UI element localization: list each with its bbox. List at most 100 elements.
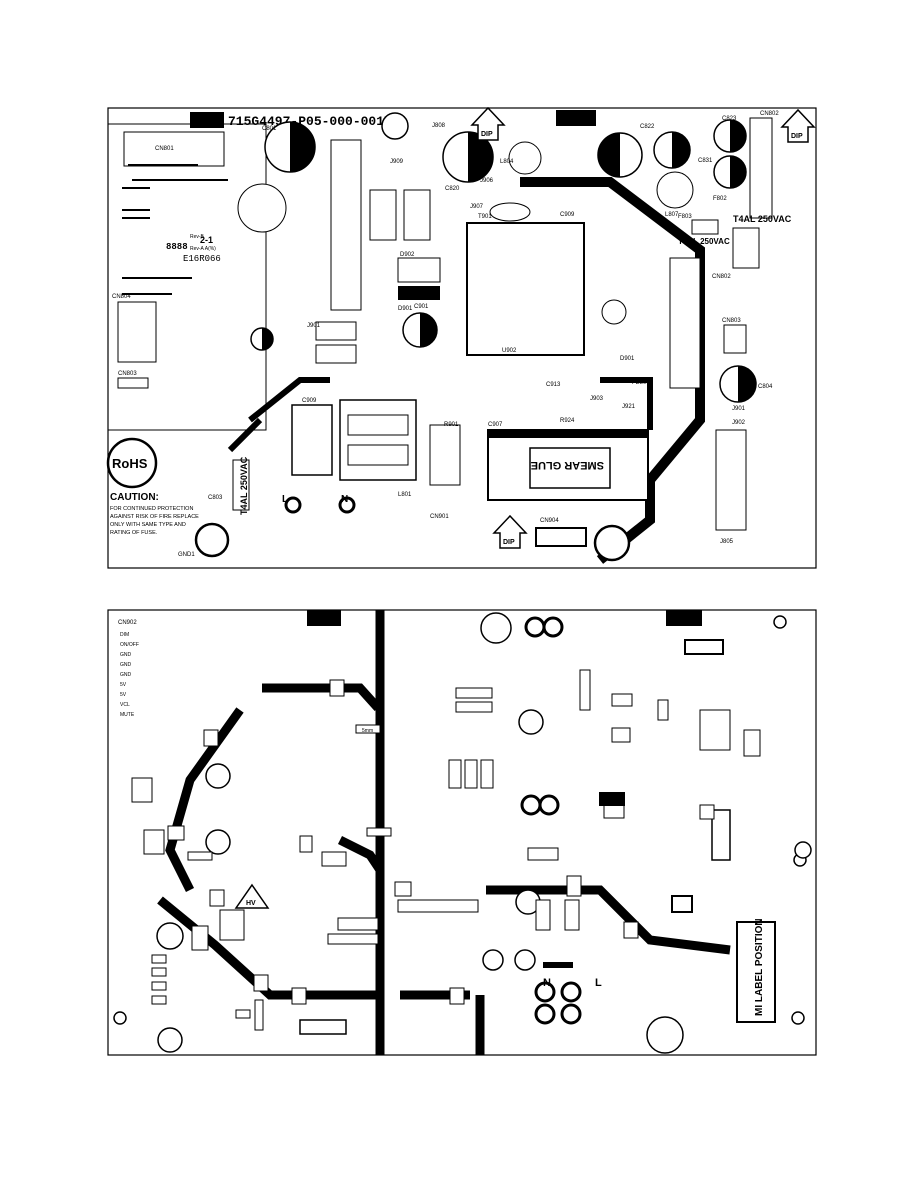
svg-text:C822: C822 (640, 124, 655, 130)
capacitor-c804-small (250, 327, 274, 351)
caution-line-1: FOR CONTINUED PROTECTION (110, 506, 193, 512)
ref-l804: L804 (500, 159, 514, 165)
board-number: 715G4497-P05-000-001M (228, 114, 392, 129)
resistor-r904 (315, 344, 357, 364)
ground-trace-main (520, 177, 705, 564)
ref-j921: J921 (622, 404, 636, 410)
svg-text:CN803: CN803 (118, 371, 137, 377)
diode-d907 (403, 189, 431, 241)
screw-hole-gnd (194, 522, 230, 558)
ref-j906: J906 (480, 178, 494, 184)
caution-line-4: RATING OF FUSE. (110, 530, 158, 536)
terminal-l-bottom: L (595, 977, 602, 989)
svg-text:C820: C820 (445, 186, 460, 192)
rev-code: 2-1 (200, 235, 213, 245)
hole-b7 (514, 949, 536, 971)
capacitor-c831: C831 (698, 155, 747, 189)
svg-text:5V: 5V (120, 692, 127, 698)
ref-cn802b: CN802 (712, 274, 731, 280)
ferrite-bead (489, 202, 531, 222)
ground-traces-bottom (157, 610, 731, 1055)
capacitor-c820: C820 (442, 131, 494, 192)
rev-b: Rev-A A(%) (190, 246, 216, 252)
ref-cn801: CN801 (155, 146, 174, 152)
ref-j907: J907 (470, 204, 484, 210)
mi-label-box (736, 921, 776, 1023)
screw-hole-b10 (646, 1016, 684, 1054)
ref-r924: R924 (560, 418, 575, 424)
svg-text:MUTE: MUTE (120, 712, 135, 718)
board-outline-bottom (107, 609, 817, 1056)
hole-b3 (518, 709, 544, 735)
hole-b9 (157, 1027, 183, 1053)
capacitor-c801: C801 (262, 121, 316, 173)
ref-c909: C909 (302, 398, 317, 404)
ic-u901 (330, 139, 362, 311)
capacitor-c901: C901 (402, 304, 438, 348)
fuse-main-rating: T4AL 250VAC (239, 456, 249, 515)
hole-b14 (113, 1011, 127, 1025)
hv-warning-icon: HV (234, 883, 270, 909)
inductor-l803 (669, 257, 701, 389)
svg-text:DIP: DIP (791, 133, 803, 140)
ref-j903: J903 (590, 396, 604, 402)
fuse-f803 (691, 219, 719, 235)
connector-cn904-bottom (299, 1019, 347, 1035)
ref-j808: J808 (432, 123, 446, 129)
connector-cn803 (117, 377, 149, 389)
svg-text:C831: C831 (698, 158, 713, 164)
line-filter-l801 (339, 399, 417, 481)
hole-b11 (773, 615, 787, 629)
left-subpanel (107, 123, 267, 431)
svg-text:DIP: DIP (503, 539, 515, 546)
jumper-lines-left (122, 164, 228, 295)
ref-c913: C913 (546, 382, 561, 388)
terminal-n-bottom: N (543, 977, 551, 989)
connector-cn803-bottom (671, 895, 693, 913)
capacitor-c821: C821 (597, 132, 643, 187)
svg-text:HV: HV (246, 900, 256, 907)
diode-d903 (398, 286, 440, 300)
connector-cn801 (123, 131, 225, 167)
transformer-t901 (466, 222, 585, 356)
capacitor-c804: C804 (719, 365, 773, 403)
dip-arrow-1: DIP (470, 106, 506, 141)
ref-j901: J901 (732, 406, 746, 412)
ref-j901b: J901 (307, 323, 321, 329)
connector-cn904 (535, 527, 587, 547)
ref-d901: D901 (620, 356, 635, 362)
dip-arrow-3: DIP (492, 514, 528, 549)
solder-side-svg: N L 5mm HV MI LABEL POSITION CN902 DIM O… (107, 609, 817, 1056)
title-black-tab-right (556, 110, 596, 126)
capacitor-c822: C822 (640, 124, 691, 169)
connector-cn804 (117, 301, 157, 363)
connector-top-right-bottom (684, 639, 724, 655)
svg-text:C823: C823 (722, 116, 737, 122)
inductor-l807 (656, 171, 694, 209)
fuse-f802-label: F802 (713, 196, 727, 202)
rohs-logo (106, 437, 158, 489)
component-round-1 (601, 299, 627, 325)
ref-j909: J909 (390, 159, 404, 165)
svg-text:DIM: DIM (120, 632, 129, 638)
terminal-l (284, 496, 302, 514)
resistor-r901 (429, 424, 461, 486)
connector-cn802 (723, 324, 747, 354)
dip-arrow-2: DIP (780, 108, 816, 143)
solder-side-layout: N L 5mm HV MI LABEL POSITION CN902 DIM O… (0, 600, 918, 1188)
fuse-f802-rating: T4AL 250VAC (733, 214, 792, 224)
component-side-layout: 715G4497-P05-000-001M C801 C820 C821 C82… (106, 106, 817, 569)
figure-eight-pads (520, 616, 582, 1025)
smear-glue-label: SMEAR GLUE (531, 459, 604, 471)
ref-c907: C907 (488, 422, 503, 428)
caution-line-3: ONLY WITH SAME TYPE AND (110, 522, 186, 528)
hole-b13 (791, 1011, 805, 1025)
svg-text:DIP: DIP (481, 131, 493, 138)
fuse-f803-label: F803 (678, 214, 692, 220)
cn902-pin-list: DIM ON/OFF GND GND GND 5V 5V VCL MUTE (120, 632, 139, 718)
ref-j805: J805 (720, 539, 734, 545)
hole-b4 (205, 829, 231, 855)
fiducial (794, 841, 812, 859)
version-code: E16R066 (183, 254, 221, 264)
hole-b8 (156, 922, 184, 950)
